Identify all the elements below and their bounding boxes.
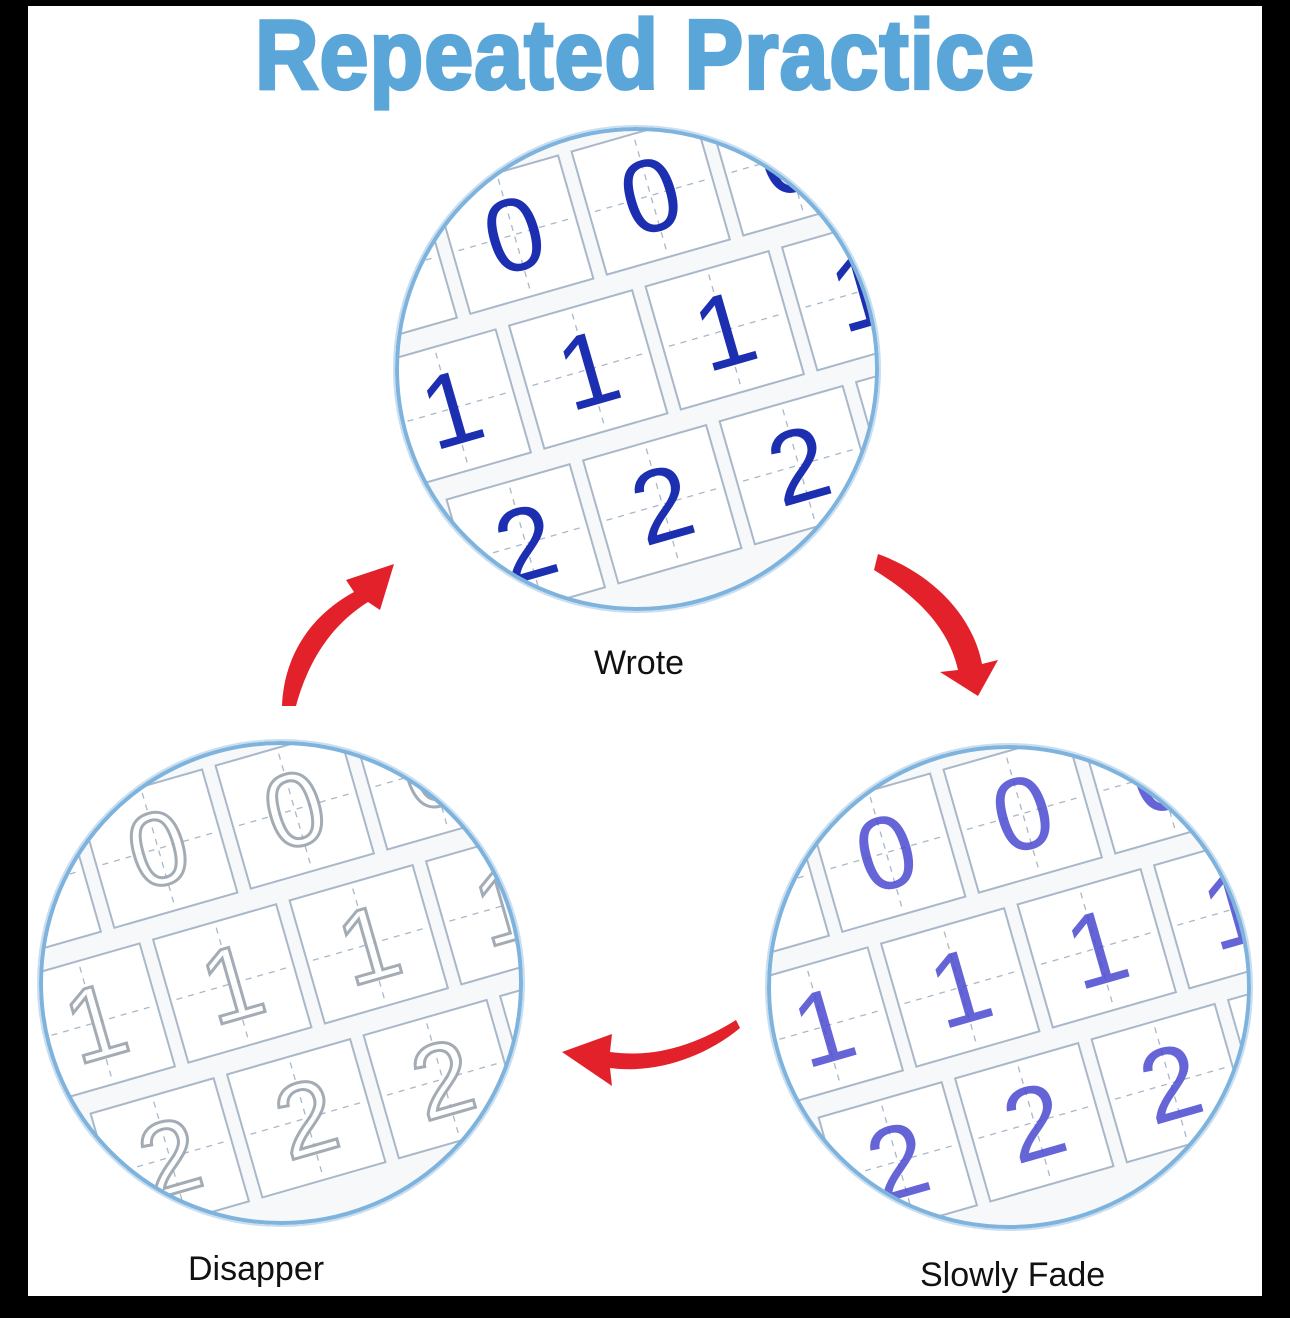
stage-label-wrote: Wrote [594,644,685,682]
stage-label-slowly-fade: Slowly Fade [920,1256,1106,1294]
practice-cell: 0 [214,743,376,890]
practice-cell: 0 [942,747,1104,894]
practice-cell: 1 [879,907,1041,1068]
practice-cell: 1 [151,903,313,1064]
practice-cell: 1 [1016,867,1178,1029]
curved-arrow-icon [562,1020,740,1086]
practice-cell: 2 [225,1037,387,1199]
page-title: Repeated Practice [253,6,1036,112]
curved-arrow-icon [282,564,394,706]
practice-cell: 0 [805,772,967,934]
practice-cell: 0 [570,129,732,276]
practice-cell: 2 [953,1041,1115,1203]
practice-cell: 1 [424,824,521,986]
practice-cell: 0 [433,154,595,316]
practice-cell: 1 [644,249,806,411]
practice-cell: 1 [507,289,669,450]
cycle-arrows [282,554,998,1086]
practice-cell: 1 [288,863,450,1025]
practice-cell: 0 [77,768,239,930]
stage-label-disappear: Disapper [188,1250,325,1288]
practice-cell: 2 [1090,1002,1249,1164]
curved-arrow-icon [874,554,998,696]
practice-cell: 2 [581,423,743,585]
